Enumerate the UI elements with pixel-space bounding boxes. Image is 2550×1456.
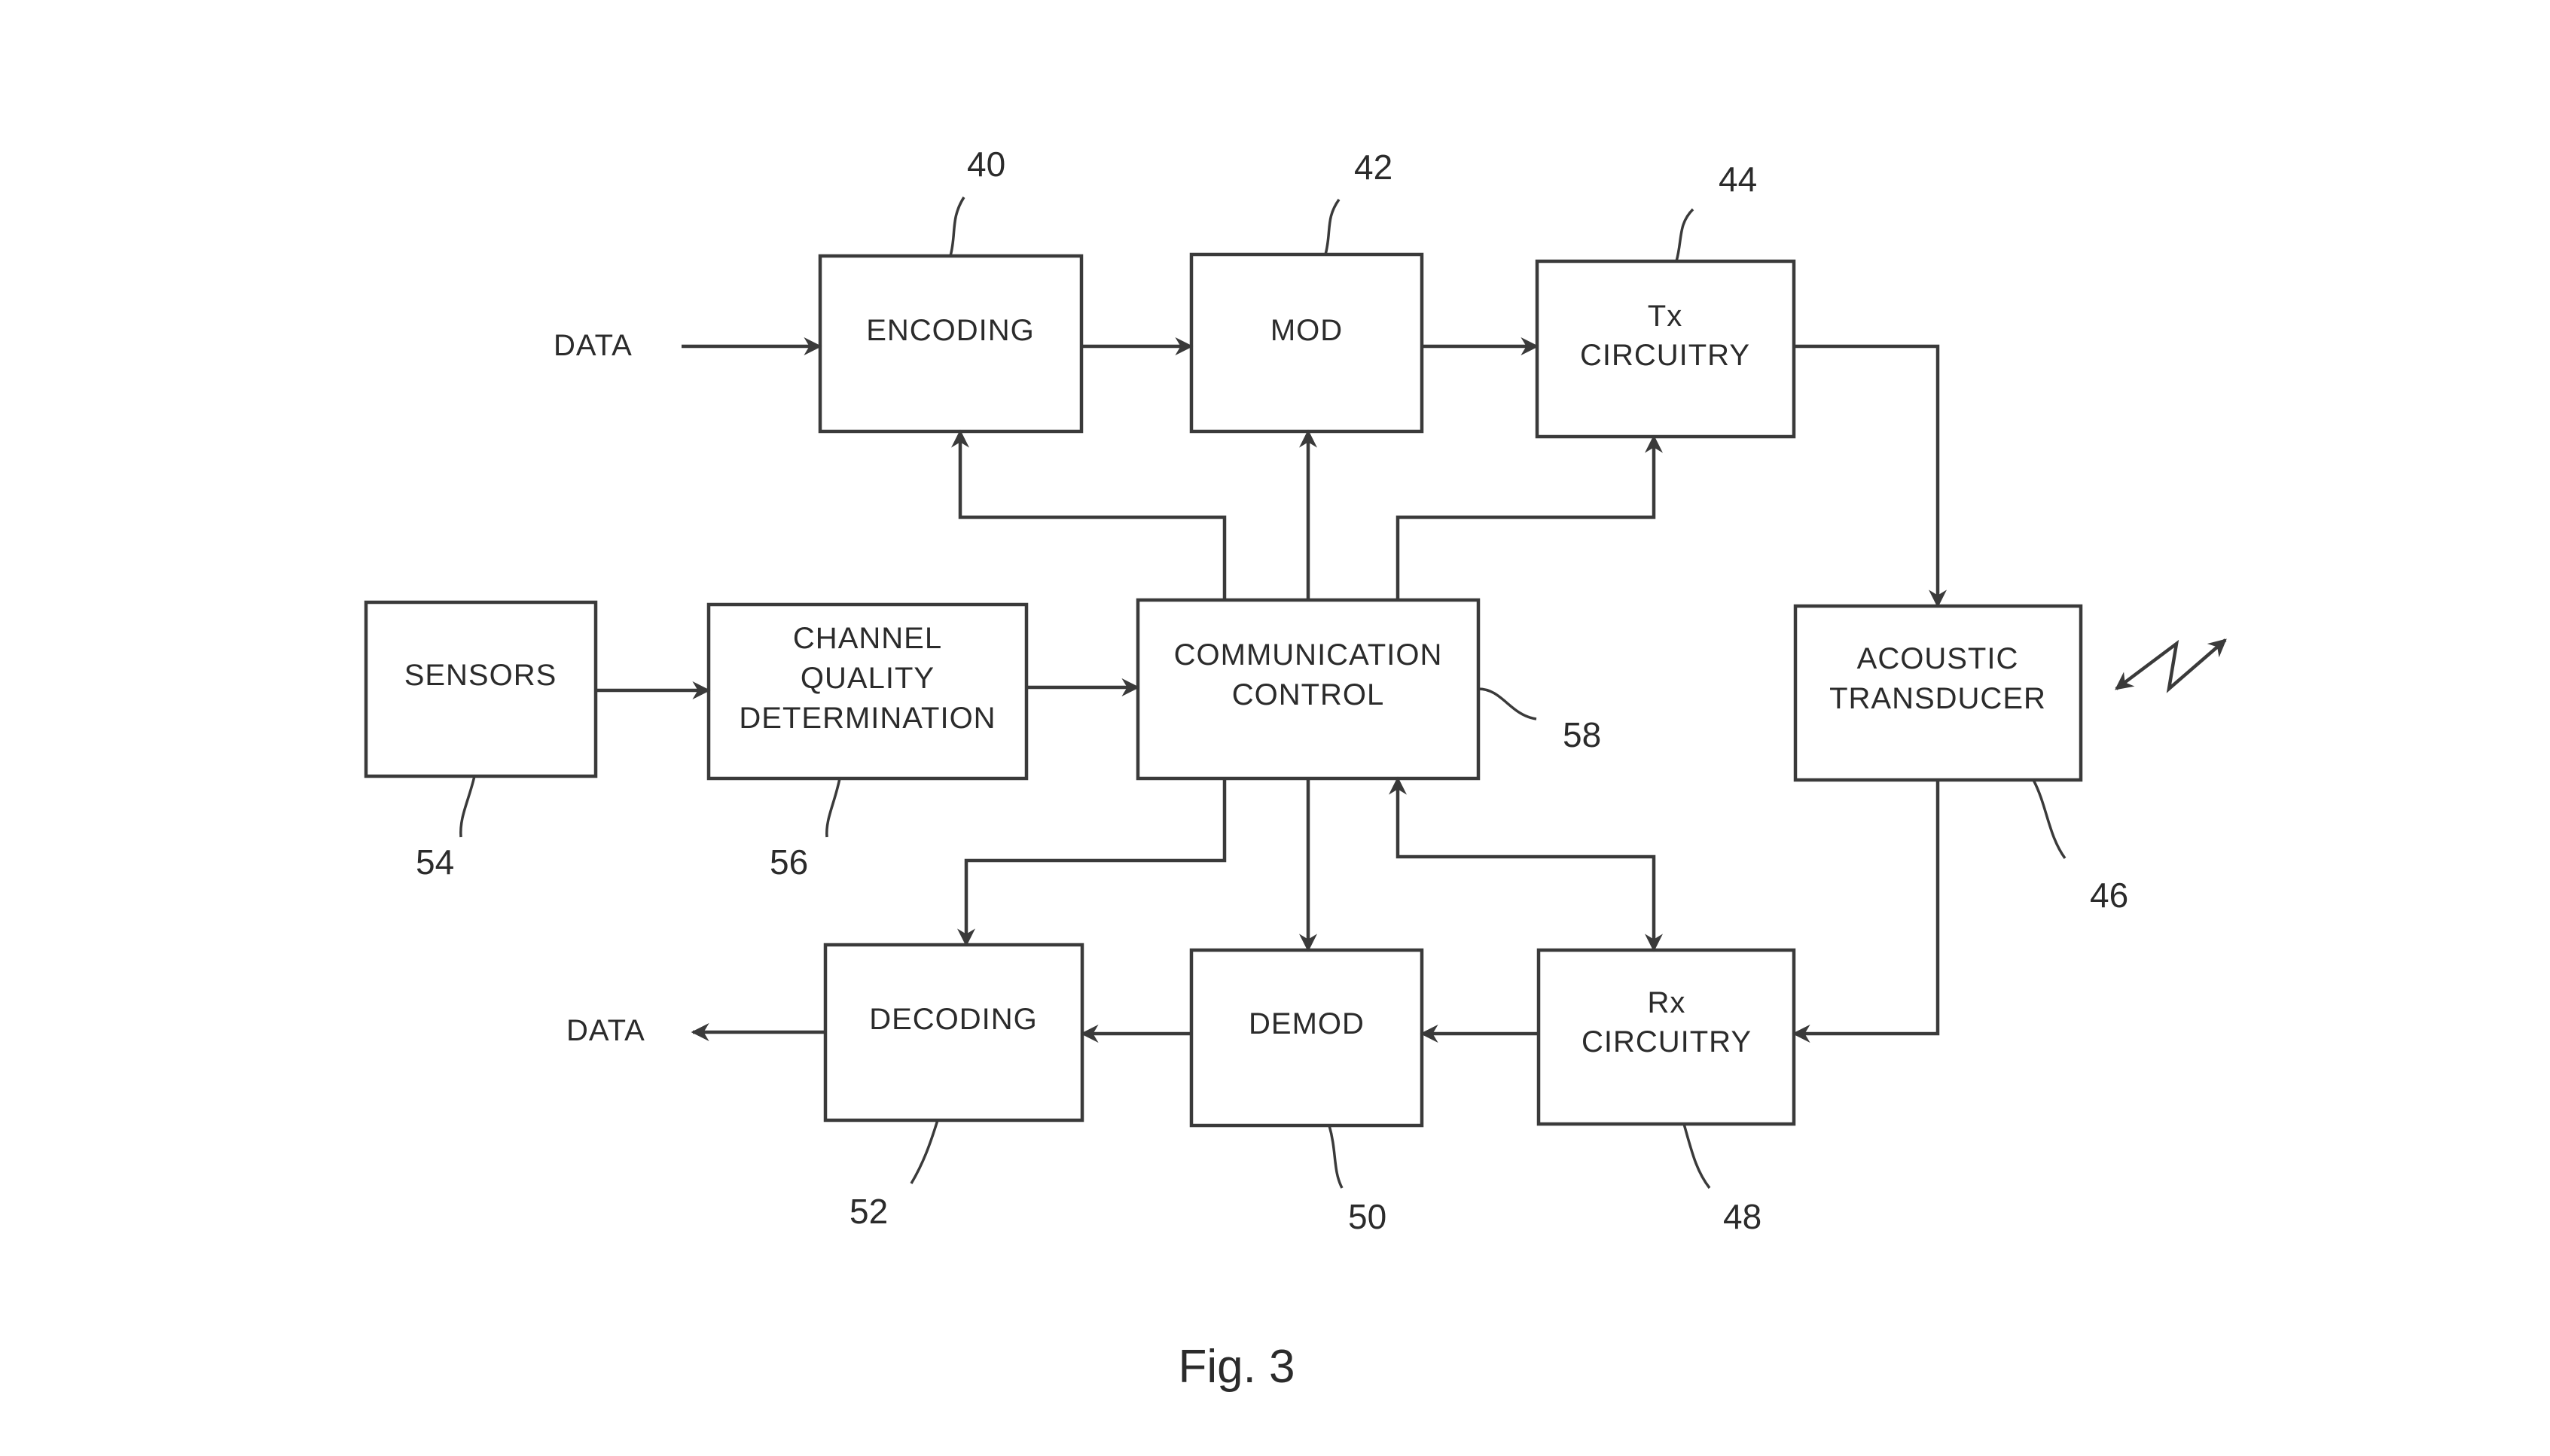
ref-40-label: 40 (967, 145, 1005, 184)
communication-control-label-line1: COMMUNICATION (1174, 638, 1443, 672)
ref-40-leader (949, 196, 965, 257)
tx-circuitry-label-line2: CIRCUITRY (1580, 339, 1750, 372)
encoding-label: ENCODING (866, 314, 1035, 347)
channel-quality-label-line3: DETERMINATION (739, 702, 996, 735)
encoding-block: ENCODING (818, 254, 1084, 434)
ref-44-leader (1675, 208, 1694, 262)
ref-58-label: 58 (1563, 715, 1601, 754)
channel-quality-label-line1: CHANNEL (793, 622, 942, 655)
acoustic-transducer-label-line2: TRANSDUCER (1829, 682, 2046, 715)
rx-circuitry-block: Rx CIRCUITRY (1536, 948, 1796, 1126)
control-rx-bidirectional-arrow (1389, 776, 1663, 952)
ref-56-leader (825, 778, 841, 838)
communication-control-label-line2: CONTROL (1232, 678, 1385, 711)
ref-42-leader (1324, 198, 1341, 255)
communication-control-block: COMMUNICATION CONTROL (1136, 598, 1481, 781)
ref-58-leader (1478, 687, 1537, 720)
figure-caption: Fig. 3 (1178, 1341, 1295, 1393)
control-to-encoding-arrow (951, 429, 1227, 600)
sensors-block: SENSORS (364, 600, 598, 778)
ref-48-label: 48 (1723, 1197, 1762, 1236)
tx-to-transducer-arrow (1794, 344, 1947, 608)
ref-52-leader (910, 1119, 939, 1184)
channel-quality-label-line2: QUALITY (801, 662, 935, 695)
ref-48-leader (1682, 1123, 1711, 1189)
decoding-block: DECODING (823, 943, 1084, 1122)
channel-quality-block: CHANNEL QUALITY DETERMINATION (706, 602, 1029, 781)
demod-label: DEMOD (1249, 1007, 1365, 1040)
control-to-decoding-arrow (957, 778, 1227, 947)
sensors-label: SENSORS (404, 659, 557, 692)
ref-54-leader (459, 775, 476, 838)
demod-block: DEMOD (1189, 948, 1424, 1128)
ref-52-label: 52 (849, 1192, 888, 1231)
ref-54-label: 54 (416, 842, 454, 882)
decoding-label: DECODING (869, 1003, 1038, 1036)
transducer-to-rx-arrow (1792, 780, 1940, 1043)
mod-block: MOD (1189, 252, 1424, 434)
mod-label: MOD (1270, 314, 1343, 347)
ref-46-label: 46 (2090, 876, 2128, 915)
rx-circuitry-label-line1: Rx (1648, 986, 1686, 1019)
ref-50-label: 50 (1348, 1197, 1386, 1236)
data-output-label: DATA (566, 1014, 645, 1047)
ref-56-label: 56 (770, 842, 808, 882)
ref-42-label: 42 (1354, 148, 1392, 187)
rx-circuitry-label-line2: CIRCUITRY (1582, 1025, 1752, 1058)
acoustic-transducer-label-line1: ACOUSTIC (1857, 642, 2019, 675)
control-to-tx-arrow (1395, 434, 1663, 600)
tx-circuitry-block: Tx CIRCUITRY (1535, 259, 1796, 439)
ref-50-leader (1328, 1125, 1344, 1189)
acoustic-transducer-block: ACOUSTIC TRANSDUCER (1793, 604, 2083, 782)
data-input-label: DATA (554, 329, 633, 362)
ref-46-leader (2032, 779, 2067, 860)
tx-circuitry-label-line1: Tx (1648, 300, 1682, 333)
wireless-signal-icon (2115, 638, 2227, 693)
ref-44-label: 44 (1719, 160, 1757, 199)
